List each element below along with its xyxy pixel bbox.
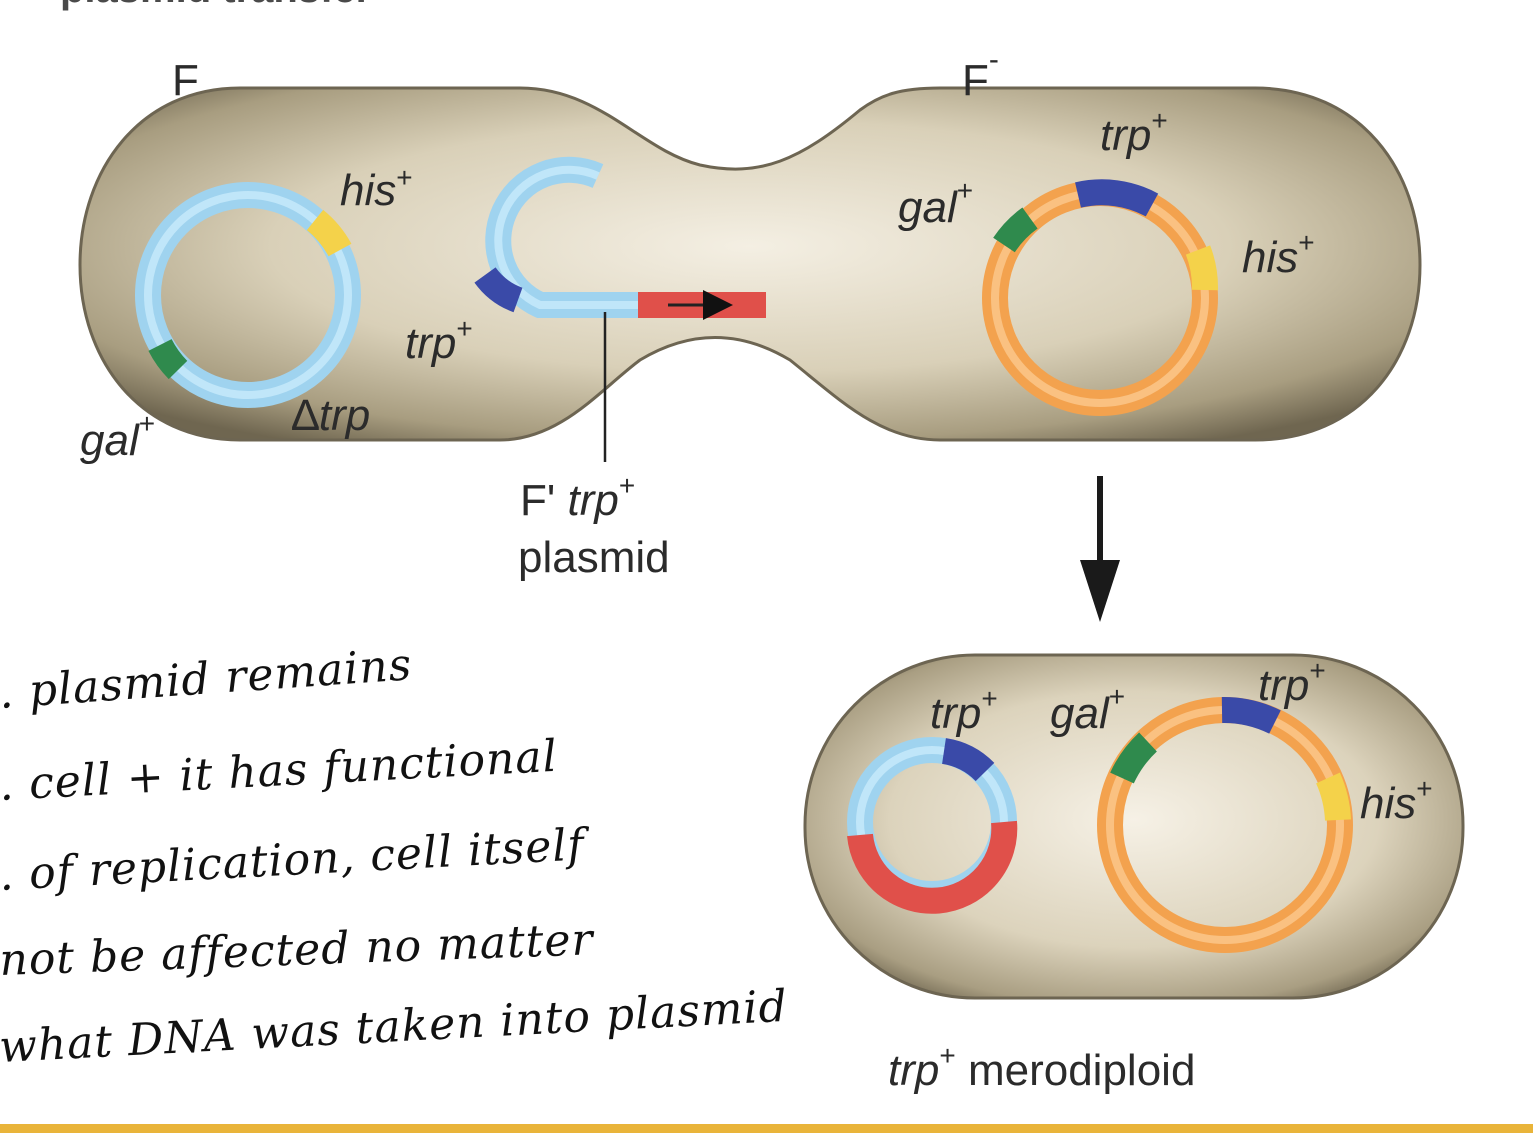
merodiploid-trp-label: trp+ [1258, 655, 1326, 710]
recipient-gal-label: gal+ [898, 175, 973, 232]
note-line: . plasmid remains [0, 639, 414, 719]
recipient-his-label: his+ [1242, 227, 1315, 282]
merodiploid-trp-marker [1221, 697, 1281, 734]
merodiploid-plasmid-trp-label: trp+ [930, 683, 998, 738]
merodiploid-gal-label: gal+ [1050, 681, 1125, 738]
recipient-chromosome [982, 179, 1218, 416]
merodiploid-caption: trp+ merodiploid [888, 1040, 1195, 1095]
process-arrowhead [1080, 560, 1120, 622]
merodiploid-plasmid-trp-marker [941, 738, 995, 782]
note-line: what DNA was taken into plasmid [0, 981, 789, 1073]
accent-bar [0, 1124, 1533, 1133]
merodiploid-chromosome [1097, 697, 1353, 953]
note-line: not be affected no matter [0, 914, 596, 986]
recipient-gal-marker [993, 207, 1038, 253]
merodiploid-gal-marker [1110, 732, 1158, 784]
recipient-his-marker [1185, 245, 1218, 291]
f-prime-plasmid-transfer [474, 156, 766, 320]
merodiploid-his-marker [1315, 772, 1351, 822]
gal-marker [148, 338, 188, 380]
recipient-cell-label: F- [962, 43, 999, 105]
handwritten-notes: . plasmid remains . cell + it has functi… [0, 639, 789, 1073]
his-marker [306, 209, 352, 257]
recipient-trp-label: trp+ [1100, 105, 1168, 160]
plasmid-callout-label: F' trp+ [520, 470, 635, 525]
note-line: . cell + it has functional [0, 731, 559, 811]
recipient-trp-marker [1075, 179, 1159, 217]
merodiploid-f-prime-plasmid [847, 737, 1018, 914]
donor-cell-label: F [172, 56, 199, 105]
note-line: . of replication, cell itself [0, 819, 592, 901]
transfer-trp-marker [474, 267, 523, 313]
merodiploid-red-segment [847, 820, 1018, 914]
donor-chromosome [135, 182, 361, 408]
mating-pair-cell [78, 86, 1422, 442]
partial-heading: plasmid transfer [60, 0, 371, 11]
plasmid-callout-word: plasmid [518, 533, 670, 582]
donor-his-label: his+ [340, 162, 413, 215]
donor-delta-trp-label: ∆trp [292, 391, 370, 440]
merodiploid-his-label: his+ [1360, 773, 1433, 828]
donor-gal-label: gal+ [80, 408, 155, 465]
transfer-trp-label: trp+ [405, 313, 473, 368]
